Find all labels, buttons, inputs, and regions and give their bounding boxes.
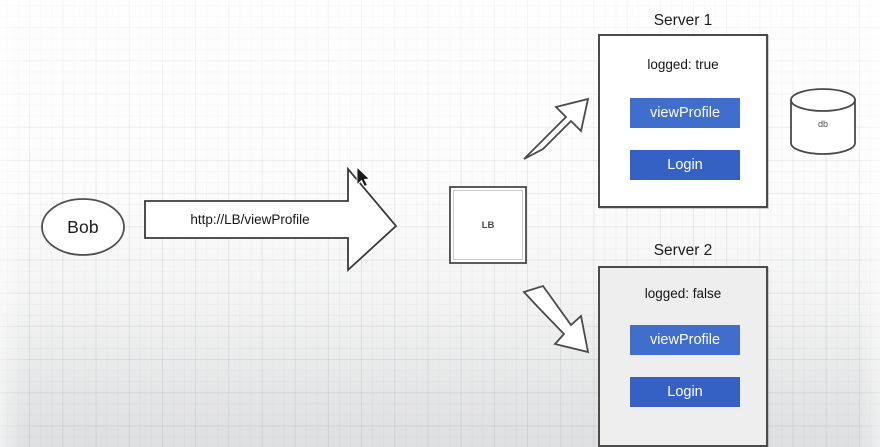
client-label: Bob — [67, 216, 99, 237]
server-2-state-label: logged: false — [644, 286, 722, 301]
server-1-view-profile-button[interactable]: viewProfile — [630, 98, 740, 128]
server-1-state-label: logged: true — [647, 57, 719, 72]
request-arrow-label: http://LB/viewProfile — [190, 211, 310, 227]
server-1-box[interactable]: logged: true viewProfile Login — [598, 34, 768, 208]
server-2-login-button[interactable]: Login — [630, 377, 740, 407]
server-2-view-profile-button[interactable]: viewProfile — [630, 325, 740, 355]
server-2-box[interactable]: logged: false viewProfile Login — [598, 266, 768, 447]
load-balancer-label: LB — [481, 219, 495, 231]
server-2-title: Server 2 — [653, 242, 713, 259]
server-1-login-button[interactable]: Login — [630, 150, 740, 180]
database-label: db — [817, 119, 828, 129]
server-1-title: Server 1 — [653, 12, 713, 29]
